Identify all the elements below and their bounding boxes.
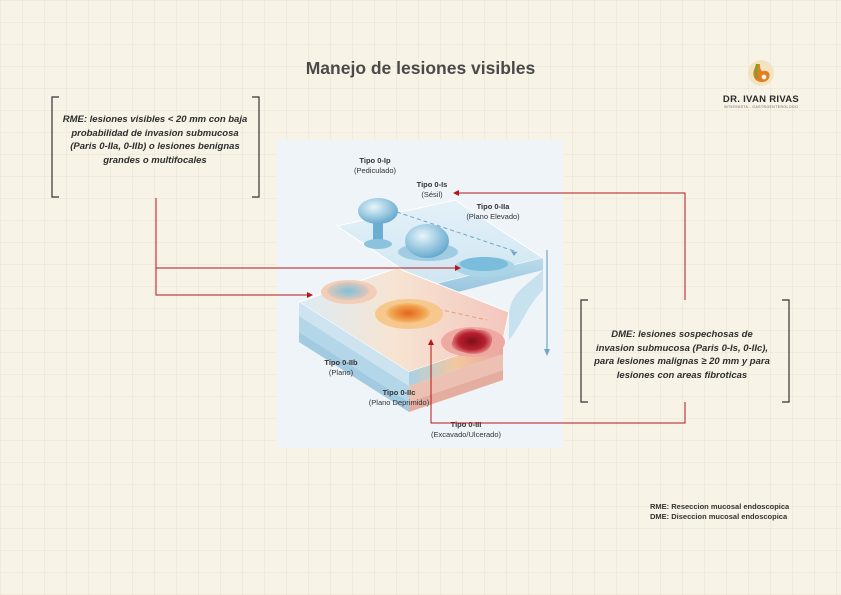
arrow-to-0-is xyxy=(453,190,459,196)
dme-description: DME: lesiones sospechosas de invasion su… xyxy=(594,329,770,381)
lesion-label-0-iib: Tipo 0-IIb(Plano) xyxy=(324,358,358,377)
brand-logo: DR. IVAN RIVAS INTERNISTA - GASTROENTERO… xyxy=(706,58,816,109)
legend-dme: DME: Diseccion mucosal endoscopica xyxy=(650,512,788,521)
rme-bracket-left xyxy=(51,96,59,198)
rme-description: RME: lesiones visibles < 20 mm con baja … xyxy=(62,114,248,166)
lesion-label-0-iii: Tipo 0-III(Excavado/Ulcerado) xyxy=(430,420,502,439)
abbreviation-legend: RME: Reseccion mucosal endoscopica DME: … xyxy=(650,502,789,522)
rme-connector-lines xyxy=(155,198,459,296)
dme-bracket-right xyxy=(782,299,790,403)
legend-rme: RME: Reseccion mucosal endoscopica xyxy=(650,502,790,511)
arrow-to-0-iic xyxy=(428,339,434,345)
page-title: Manejo de lesiones visibles xyxy=(305,58,536,78)
brand-name: DR. IVAN RIVAS xyxy=(722,94,800,105)
lesion-label-0-iia: Tipo 0-IIa(Plano Elevado) xyxy=(466,202,520,221)
lesion-label-0-ip: Tipo 0-Ip(Pediculado) xyxy=(353,156,397,175)
arrow-to-0-iia xyxy=(455,265,461,271)
stomach-logo-icon xyxy=(748,60,774,86)
arrow-to-0-iib xyxy=(307,292,313,298)
dme-bracket-left xyxy=(580,299,588,403)
paris-classification-illustration: Tipo 0-Ip(Pediculado) Tipo 0-Is(Sésil) T… xyxy=(277,140,563,448)
lesion-label-0-iic: Tipo 0-IIc(Plano Deprimido) xyxy=(368,388,430,407)
lesion-label-0-is: Tipo 0-Is(Sésil) xyxy=(416,180,448,199)
mucosa-3d-model xyxy=(297,198,550,412)
dme-connector-lines xyxy=(430,192,686,424)
rme-bracket-right xyxy=(252,96,260,198)
brand-subtitle: INTERNISTA - GASTROENTEROLOGO xyxy=(723,105,799,109)
